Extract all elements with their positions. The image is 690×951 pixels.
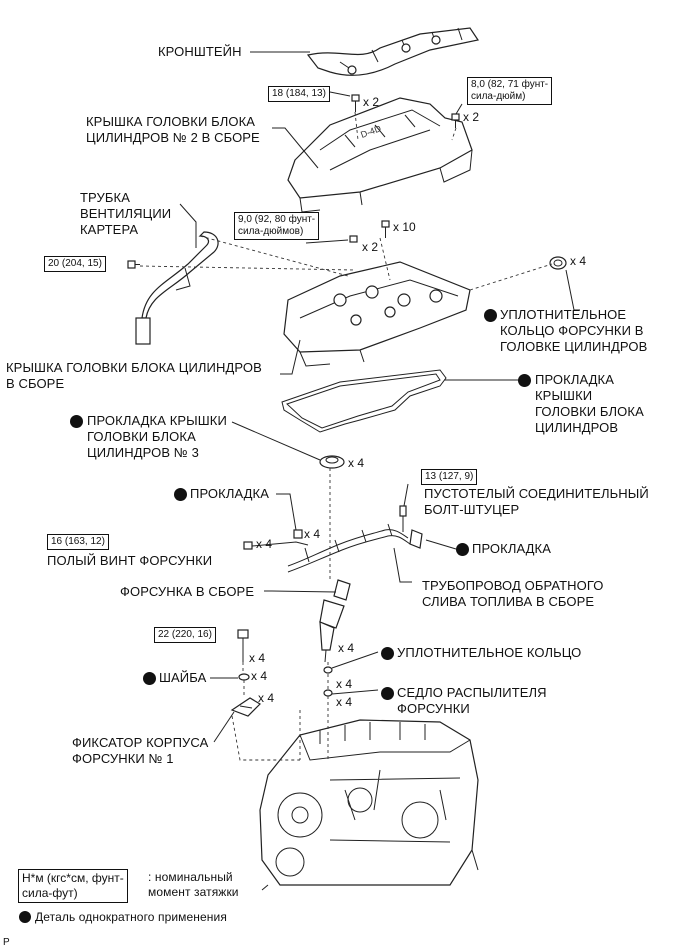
torque-box-9: 9,0 (92, 80 фунт- сила-дюймов) <box>234 212 320 240</box>
qty-bolt-9-bottom: x 2 <box>362 240 379 254</box>
washer-label: ШАЙБА <box>159 670 207 685</box>
cover2-label: КРЫШКА ГОЛОВКИ БЛОКА ЦИЛИНДРОВ № 2 В СБО… <box>86 114 260 145</box>
hollow-screw-label: ПОЛЫЙ ВИНТ ФОРСУНКИ <box>47 553 213 568</box>
single-use-dot <box>70 415 83 428</box>
nozzle-seat-label: СЕДЛО РАСПЫЛИТЕЛЯ ФОРСУНКИ <box>397 685 547 716</box>
single-use-dot <box>381 687 394 700</box>
bolt-18-drawing <box>351 94 360 112</box>
bolt-22-drawing <box>237 629 249 662</box>
single-use-dot <box>143 672 156 685</box>
legend-torque-desc: : номинальный момент затяжки <box>148 870 239 899</box>
single-use-dot <box>456 543 469 556</box>
injector-drawing <box>319 579 351 663</box>
washer-drawing <box>238 673 250 681</box>
clamp-drawing <box>230 697 261 717</box>
torque-box-18: 18 (184, 13) <box>268 86 330 102</box>
gasket-left-label: ПРОКЛАДКА <box>190 486 269 501</box>
torque-box-16: 16 (163, 12) <box>47 534 109 550</box>
nozzle-seat-drawing <box>323 689 333 697</box>
single-use-dot <box>174 488 187 501</box>
single-use-dot <box>518 374 531 387</box>
cover-gasket-label: ПРОКЛАДКА КРЫШКИ ГОЛОВКИ БЛОКА ЦИЛИНДРОВ <box>535 372 644 435</box>
o-ring-label: УПЛОТНИТЕЛЬНОЕ КОЛЬЦО <box>397 645 582 660</box>
o-ring-drawing <box>323 666 333 674</box>
bolt-8-drawing <box>451 113 460 128</box>
qty-hollow-screw: x 4 <box>256 537 273 551</box>
leader-lines <box>179 51 580 743</box>
dashed-guide-lines <box>139 111 553 761</box>
bracket-drawing <box>306 27 479 76</box>
return-pipe-label: ТРУБОПРОВОД ОБРАТНОГО СЛИВА ТОПЛИВА В СБ… <box>422 578 604 609</box>
vent-tube-label: ТРУБКА ВЕНТИЛЯЦИИ КАРТЕРА <box>80 190 172 237</box>
qty-seat-below: x 4 <box>338 641 355 655</box>
qty-o-ring: x 4 <box>336 677 353 691</box>
qty-clamp: x 4 <box>258 691 275 705</box>
qty-washer: x 4 <box>251 669 268 683</box>
head-cover-label: КРЫШКА ГОЛОВКИ БЛОКА ЦИЛИНДРОВ В СБОРЕ <box>6 360 262 391</box>
qty-bolt-8: x 2 <box>463 110 480 124</box>
head-cover-drawing <box>283 220 471 367</box>
torque-box-20: 20 (204, 15) <box>44 256 106 272</box>
legend-torque-key: Н*м (кгс*см, фунт- сила-фут) <box>18 869 128 903</box>
vent-tube-drawing <box>135 231 219 345</box>
gasket3-drawing <box>319 455 345 469</box>
qty-seal-ring: x 4 <box>570 254 587 268</box>
single-use-dot <box>381 647 394 660</box>
engine-drawing <box>259 719 479 891</box>
corner-letter: P <box>3 937 10 948</box>
bolt-20-drawing <box>127 260 140 269</box>
torque-box-22: 22 (220, 16) <box>154 627 216 643</box>
clamp-label: ФИКСАТОР КОРПУСА ФОРСУНКИ № 1 <box>72 735 209 766</box>
qty-gasket-left: x 4 <box>304 527 321 541</box>
qty-bolt-22: x 4 <box>249 651 266 665</box>
return-pipe-drawing <box>243 505 423 573</box>
bracket-label: КРОНШТЕЙН <box>158 44 242 59</box>
torque-box-8: 8,0 (82, 71 фунт- сила-дюйм) <box>467 77 553 105</box>
torque-box-13: 13 (127, 9) <box>421 469 478 485</box>
cover-gasket3-label: ПРОКЛАДКА КРЫШКИ ГОЛОВКИ БЛОКА ЦИЛИНДРОВ… <box>87 413 227 460</box>
qty-bolt-9-top: x 10 <box>393 220 416 234</box>
legend-single-use: Деталь однократного применения <box>35 910 227 924</box>
qty-nozzle-seat: x 4 <box>336 695 353 709</box>
gasket-right-label: ПРОКЛАДКА <box>472 541 551 556</box>
qty-gasket3: x 4 <box>348 456 365 470</box>
injector-label: ФОРСУНКА В СБОРЕ <box>120 584 255 599</box>
legend-single-use-dot <box>19 911 31 923</box>
qty-bolt-18: x 2 <box>363 95 380 109</box>
single-use-dot <box>484 309 497 322</box>
cover-gasket-drawing <box>281 369 447 433</box>
seal-ring-drawing <box>549 256 567 270</box>
cover2-drawing: D-4D <box>287 97 473 213</box>
union-bolt-label: ПУСТОТЕЛЫЙ СОЕДИНИТЕЛЬНЫЙ БОЛТ-ШТУЦЕР <box>424 486 649 517</box>
injector-seal-ring-label: УПЛОТНИТЕЛЬНОЕ КОЛЬЦО ФОРСУНКИ В ГОЛОВКЕ… <box>500 307 648 354</box>
